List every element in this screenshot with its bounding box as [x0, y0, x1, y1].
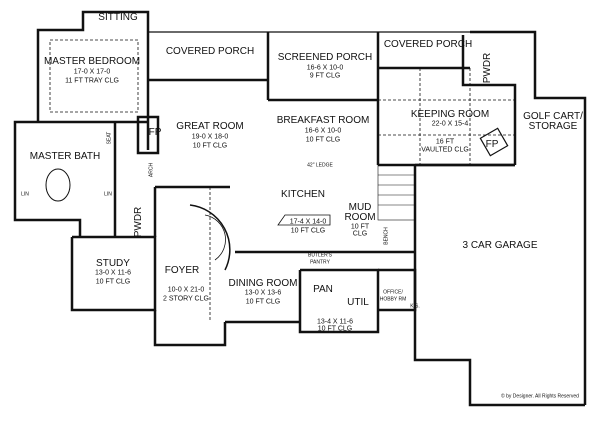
wall-foyer — [153, 310, 227, 347]
copyright-notice: © by Designer. All Rights Reserved — [501, 393, 579, 400]
room-ceiling: 9 FT CLG — [309, 72, 341, 80]
ks-label: K.S. — [410, 303, 420, 310]
room-ceiling: 10 FT CLG — [317, 325, 353, 333]
room-size: 13-0 X 11-6 — [94, 269, 132, 277]
room-label-pantry: PAN — [313, 284, 333, 295]
room-label-great-room: GREAT ROOM — [176, 121, 244, 132]
wall-master-bath — [13, 120, 82, 237]
room-ceiling: CLG — [352, 230, 368, 238]
linen-label: LIN — [104, 191, 112, 198]
room-ceiling: 10 FT — [350, 223, 370, 231]
fireplace-label: FP — [148, 127, 162, 138]
room-label-breakfast-room: BREAKFAST ROOM — [276, 115, 370, 126]
room-ceiling: 2 STORY CLG — [163, 295, 209, 303]
room-size: 13-4 X 11-6 — [316, 318, 354, 326]
room-label-covered-porch-right: COVERED PORCH — [383, 39, 473, 50]
room-label-sitting: SITTING — [98, 12, 138, 23]
room-size: 13-0 X 13-6 — [244, 289, 282, 297]
fireplace-label: FP — [485, 139, 499, 150]
room-label-master-bath: MASTER BATH — [29, 151, 101, 162]
wall-master-bedroom — [36, 10, 150, 150]
room-ceiling: 11 FT TRAY CLG — [65, 77, 119, 85]
room-size: 17-0 X 17-0 — [73, 68, 111, 76]
bathtub — [45, 168, 71, 202]
room-label-room: ROOM — [344, 212, 376, 223]
room-ceiling: 10 FT CLG — [290, 227, 326, 235]
fireplace-great-room — [136, 115, 160, 155]
room-size: 22-0 X 15-4 — [431, 120, 469, 128]
room-label-master-bedroom: MASTER BEDROOM — [43, 56, 141, 67]
spiral-staircase — [189, 204, 231, 271]
room-label-hobby-room: HOBBY RM — [379, 296, 407, 303]
room-label-foyer: FOYER — [164, 265, 200, 276]
room-label-dining-room: DINING ROOM — [228, 278, 298, 289]
butlers-pantry-label: PANTRY — [310, 259, 330, 266]
fireplace-keeping-room — [479, 127, 509, 157]
arch-label: ARCH — [148, 162, 155, 178]
seat-label: SEAT — [106, 131, 113, 145]
bench-label: BENCH — [383, 227, 390, 245]
butlers-pantry-label: BUTLER'S — [307, 252, 333, 259]
room-size: 16-6 X 10-0 — [306, 64, 344, 72]
wall-garage — [413, 270, 585, 407]
ledge-label: 42" LEDGE — [307, 162, 333, 169]
room-label-util: UTIL — [347, 297, 369, 308]
room-label-study: STUDY — [96, 258, 130, 269]
room-ceiling: 10 FT CLG — [95, 278, 131, 286]
room-size: 19-0 X 18-0 — [191, 133, 229, 141]
room-ceiling: 10 FT CLG — [305, 136, 341, 144]
kitchen-island — [277, 214, 331, 226]
room-label-golf-cart: GOLF CART/ — [523, 111, 583, 122]
room-label-kitchen: KITCHEN — [281, 189, 325, 200]
room-label-powder: PWDR — [482, 52, 493, 84]
room-ceiling: 16 FT — [435, 138, 455, 146]
room-label-mud: MUD — [348, 202, 372, 213]
linen-label: LIN — [21, 191, 29, 198]
room-ceiling: 10 FT CLG — [192, 142, 228, 150]
wall-golf-cart — [470, 30, 587, 405]
room-label-powder-left: PWDR — [133, 206, 144, 238]
wall-util — [298, 268, 380, 334]
stairs — [377, 164, 416, 221]
room-size: 17-4 X 14-0 — [289, 218, 327, 226]
room-label-office: OFFICE/ — [383, 289, 403, 296]
room-label-keeping-room: KEEPING ROOM — [410, 109, 490, 120]
room-label-storage: STORAGE — [528, 121, 578, 132]
room-ceiling: VAULTED CLG — [421, 146, 469, 154]
room-label-screened-porch: SCREENED PORCH — [277, 52, 373, 63]
room-label-garage: 3 CAR GARAGE — [462, 240, 538, 251]
room-ceiling: 10 FT CLG — [245, 298, 281, 306]
room-size: 10-0 X 21-0 — [167, 286, 205, 294]
room-size: 16-6 X 10-0 — [304, 127, 342, 135]
room-label-covered-porch: COVERED PORCH — [165, 46, 255, 57]
